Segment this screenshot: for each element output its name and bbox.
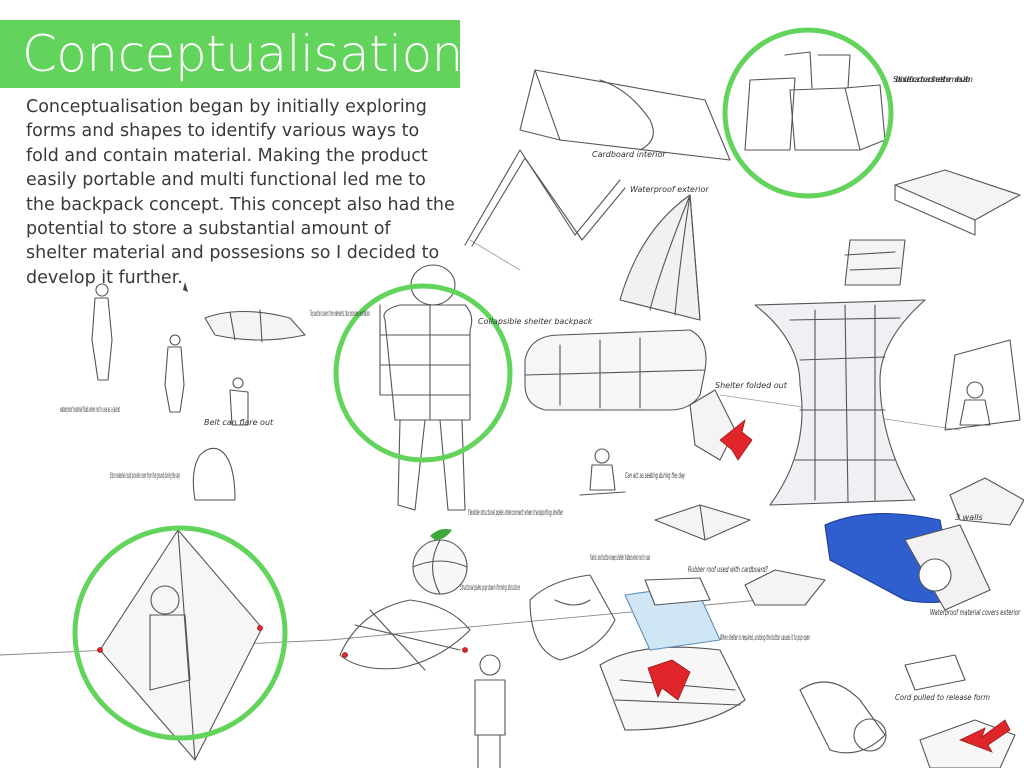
- annotation-top-section: Top section covers from elements, face p…: [310, 309, 370, 318]
- cone-shelter-sketch: [619, 194, 701, 321]
- ball-sketch: [412, 539, 468, 595]
- curved-shelter-sketch: [529, 574, 616, 661]
- pole-structure-sketch: [339, 599, 471, 671]
- annotation-cord: Cord pulled to release form: [895, 693, 990, 702]
- seated-figure-sketch-right: [944, 339, 1021, 431]
- diamond-shelter-sketch: [99, 529, 263, 761]
- page-title: Conceptualisation: [22, 25, 463, 83]
- leaf-icon: [430, 528, 452, 540]
- red-arrow-icon: [647, 659, 691, 701]
- tent-sketch-top: [519, 69, 731, 161]
- hooded-figure-sketch: [192, 447, 236, 501]
- rubber-roof-sketch: [624, 577, 721, 651]
- title-banner: Conceptualisation: [0, 20, 463, 88]
- small-tent-sketch-b: [744, 569, 826, 606]
- highlight-circle-slots: [722, 27, 894, 199]
- annotation-waterproof: Waterproof exterior: [630, 185, 709, 194]
- annotation-structural-poles: Structural poles pop down forming struct…: [460, 583, 520, 592]
- highlight-circles: [72, 27, 894, 741]
- tunnel-shelter-sketch: [844, 169, 1021, 286]
- small-tent-sketch-c: [949, 477, 1024, 526]
- red-arrows: [97, 418, 1011, 753]
- annotation-pop-open: When shelter is required, undoing the bu…: [720, 633, 810, 642]
- folded-out-shelter-sketch: [689, 389, 736, 461]
- backpack-figure-sketch: [379, 264, 473, 511]
- annotation-layer: Slots inside for cardboard sheets therma…: [60, 75, 1020, 702]
- annotation-waterproof-material: Waterproof material covers exterior: [930, 608, 1020, 617]
- cord-roll-sketch: [799, 654, 966, 754]
- cardboard-slots-sketch: [744, 51, 886, 151]
- hourglass-shelter-sketch: [754, 299, 926, 506]
- intro-paragraph: Conceptualisation began by initially exp…: [26, 97, 455, 288]
- sleeping-bag-sketch: [204, 309, 306, 343]
- annotation-collapsible: Collapsible shelter backpack: [478, 317, 593, 326]
- annotation-rubber-roof: Rubber roof used with cardboard?: [688, 565, 768, 574]
- small-tent-sketch-a: [654, 504, 751, 541]
- seated-figure-sketch-mid: [579, 448, 626, 496]
- annotation-waterproof-jacket: waterproof material folds when not in us…: [60, 405, 120, 414]
- highlight-circle-diamond: [72, 525, 288, 741]
- red-arrow-icon: [719, 418, 753, 461]
- sleeping-mat-sketch: [524, 329, 707, 411]
- highlight-circle-backpack: [333, 283, 513, 463]
- annotation-shelter-folded: Shelter folded out: [715, 381, 788, 390]
- annotation-fabric-button: Fabric and button keep shelter folded wh…: [590, 553, 650, 562]
- annotation-extra-material: Extra material could provide cover from …: [110, 471, 180, 480]
- red-arrow-icon: [958, 719, 1011, 753]
- figure-sketch-bottom: [474, 654, 506, 768]
- annotation-belt: Belt can flare out: [204, 418, 274, 427]
- annotation-cardboard: Cardboard interior: [592, 150, 666, 159]
- folded-panel-sketch: [464, 149, 626, 247]
- annotation-flexible-poles: Flexible structural poles interconnect w…: [468, 508, 563, 517]
- annotation-seating: Can act as seating during the day: [625, 471, 685, 480]
- annotation-slots: Slots inside for cardboard sheets therma…: [893, 75, 973, 84]
- annotation-three-walls: 3 walls: [955, 513, 983, 522]
- blue-tunnel-sketch: [824, 513, 991, 611]
- standing-figures-sketch: [91, 283, 249, 426]
